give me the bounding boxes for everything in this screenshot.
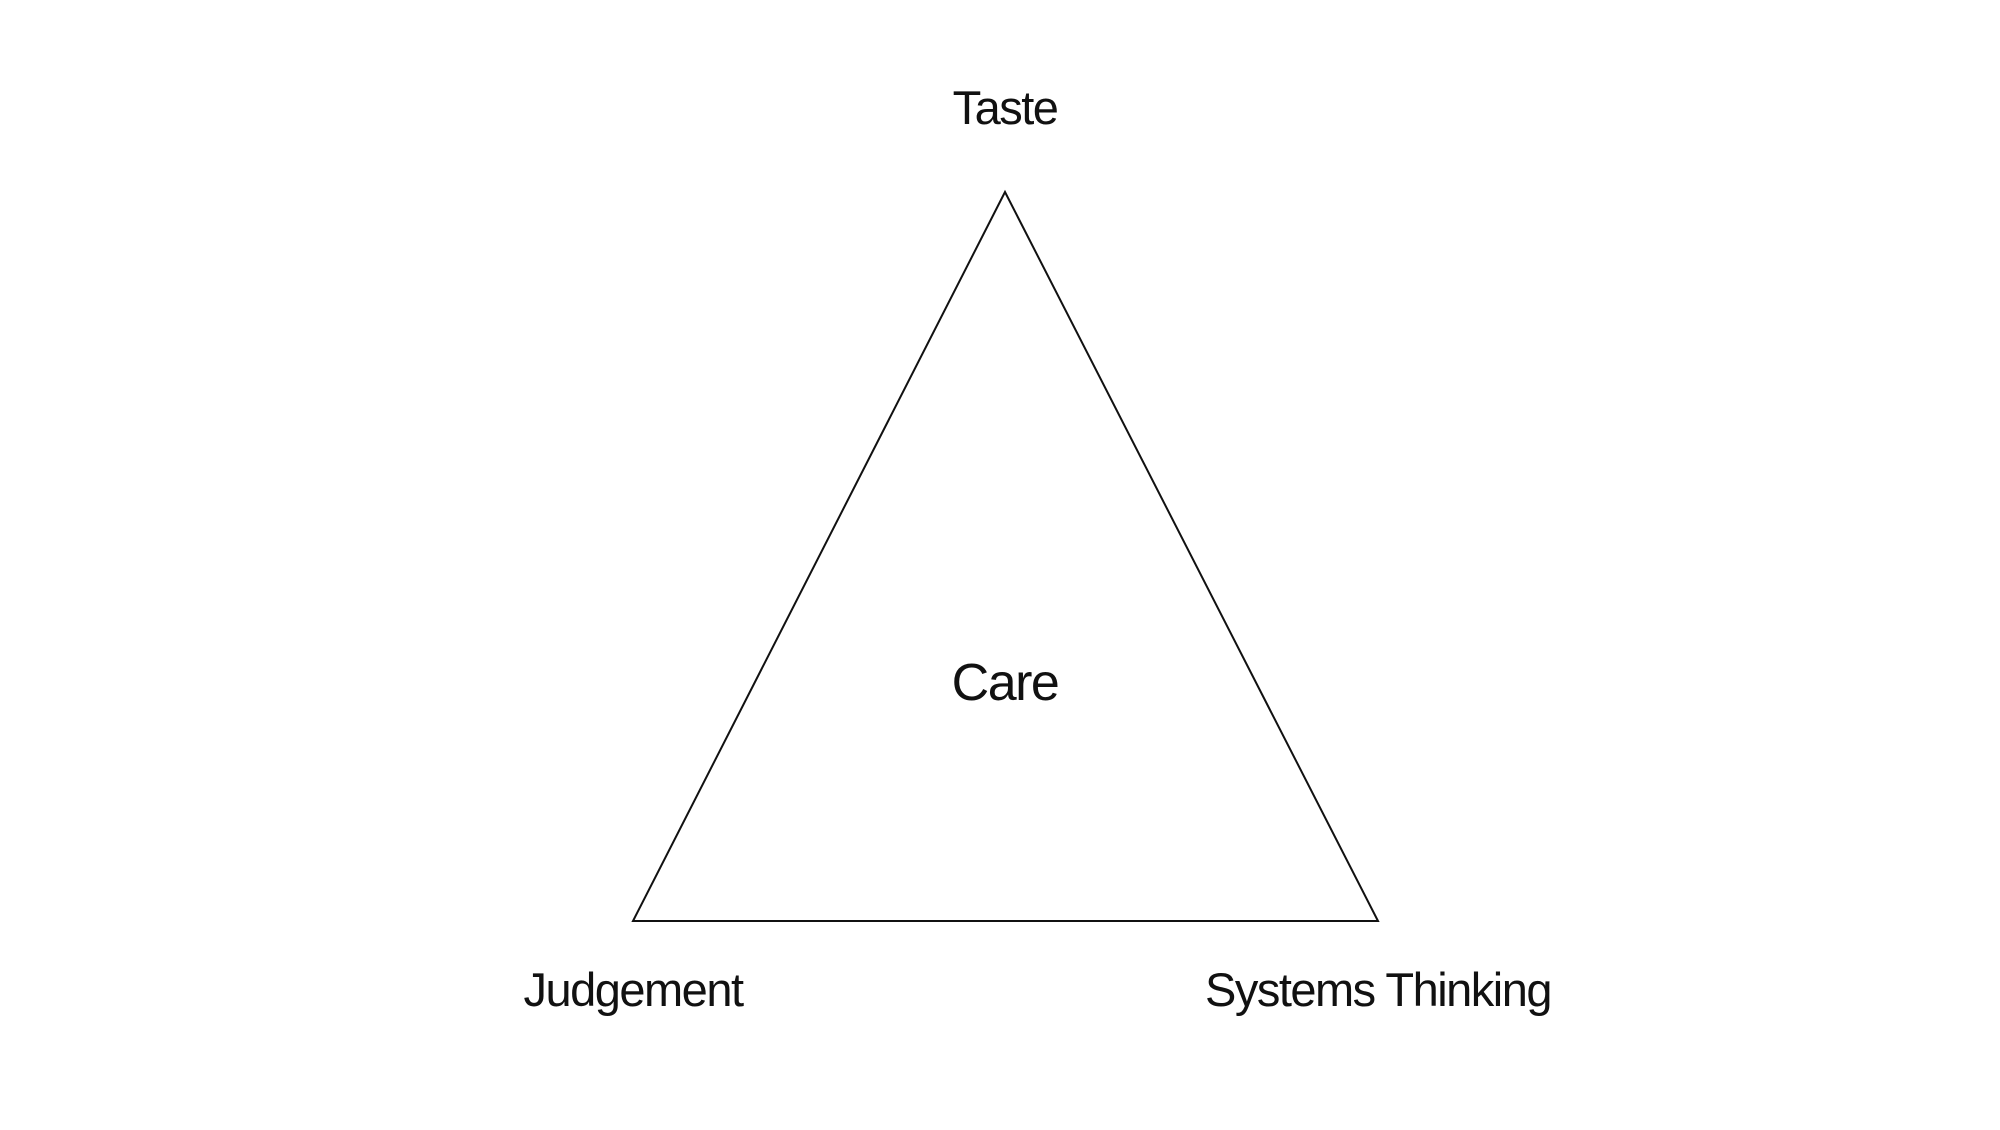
label-care: Care — [951, 654, 1060, 712]
label-taste: Taste — [952, 81, 1059, 134]
triangle-outline — [631, 189, 1380, 922]
label-systems-thinking: Systems Thinking — [1204, 963, 1553, 1016]
label-judgement: Judgement — [523, 963, 744, 1016]
